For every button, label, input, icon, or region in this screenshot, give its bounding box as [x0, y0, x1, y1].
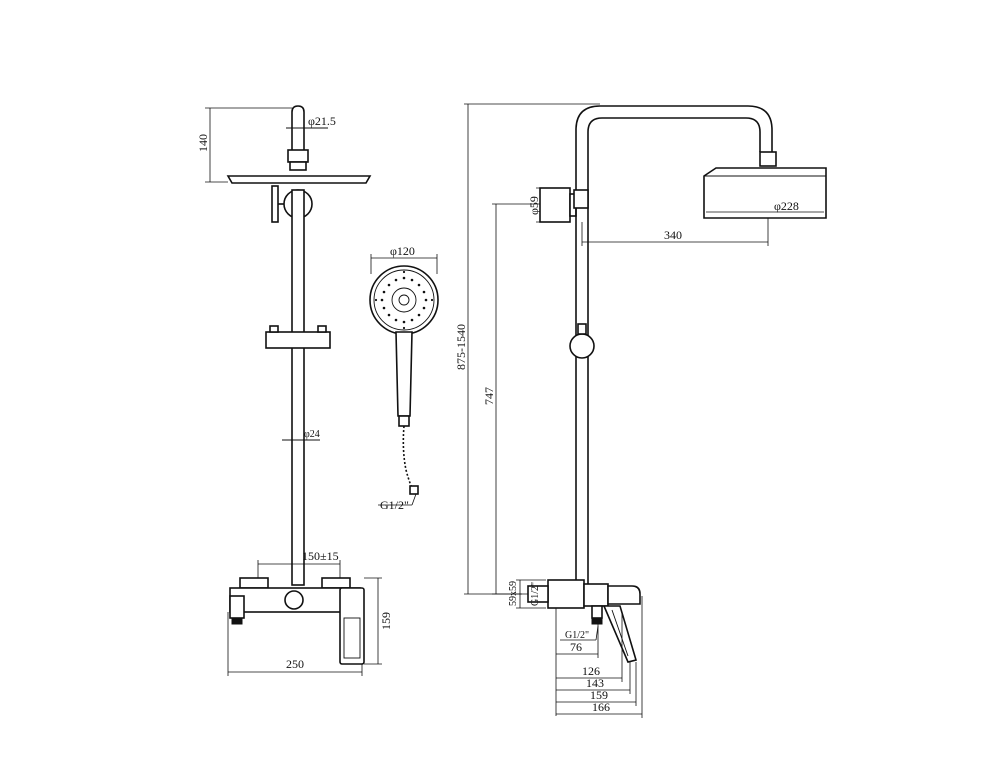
dim-hose-thread: G1/2": [380, 498, 409, 512]
dim-inlet-thread-bottom: G1/2": [565, 630, 589, 641]
dim-arm-reach: 340: [664, 228, 682, 242]
dim-rail-diameter: φ24: [304, 429, 320, 440]
dim-depth-159: 159: [590, 688, 608, 702]
dim-rail-height: 747: [482, 387, 496, 405]
dim-depth-166: 166: [592, 700, 610, 714]
spray-nozzles: [374, 270, 434, 330]
dim-valve-width: 250: [286, 657, 304, 671]
dim-head-height: 140: [196, 134, 210, 152]
dim-bracket-diameter: φ59: [527, 196, 541, 215]
dim-depth-126: 126: [582, 664, 600, 678]
dim-outlet-box: 59x59: [508, 581, 519, 606]
dim-arm-diameter: φ21.5: [308, 114, 336, 128]
front-view: 140 φ21.5 φ24 150±15: [196, 105, 393, 676]
dim-depth-143: 143: [586, 676, 604, 690]
dim-head-diameter: φ228: [774, 199, 799, 213]
dim-depth-76: 76: [570, 640, 582, 654]
side-view: 875-1540 747 φ59 φ228 340: [454, 103, 827, 718]
dim-valve-height: 159: [379, 612, 393, 630]
dim-hand-head: φ120: [390, 244, 415, 258]
dim-total-height: 875-1540: [454, 324, 468, 370]
dim-centers: 150±15: [302, 549, 339, 563]
hand-shower: φ120 G1/2": [369, 244, 439, 512]
dim-inlet-thread-top: G1/2": [530, 582, 541, 606]
